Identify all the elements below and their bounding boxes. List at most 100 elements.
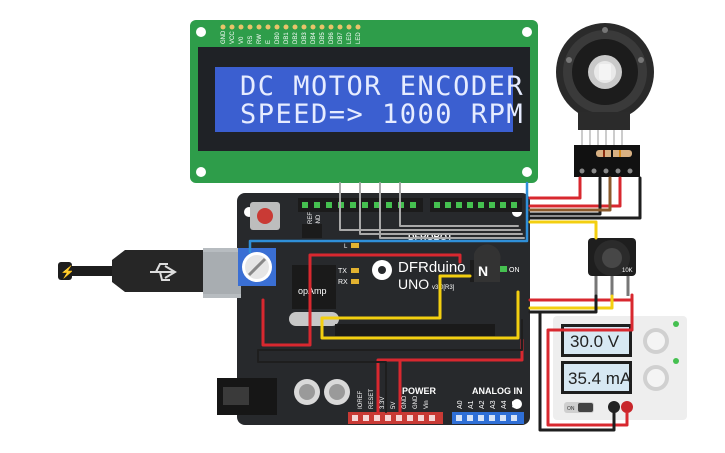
power-pin[interactable] (374, 415, 380, 421)
lcd-pin (274, 24, 280, 30)
lcd-pin (220, 24, 226, 30)
lcd-contrast-trimpot[interactable] (238, 248, 276, 286)
potentiometer[interactable]: 10K (588, 238, 636, 296)
usb-icon (150, 263, 177, 281)
negative-terminal[interactable] (608, 401, 620, 413)
digital-pin[interactable] (489, 202, 495, 208)
lcd-pin (337, 24, 343, 30)
power-pin[interactable] (396, 415, 402, 421)
lcd-pin (238, 24, 244, 30)
lcd-pin (256, 24, 262, 30)
lcd-pin-label: DB6 (329, 32, 335, 44)
power-pin-label: IOREF (358, 390, 364, 409)
voltage-readout: 30.0 V (570, 332, 620, 351)
analog-pin-label: A0 (457, 400, 464, 409)
digital-pin[interactable] (374, 202, 380, 208)
aref-label: AREF (308, 212, 314, 228)
power-pin-label: Vin (424, 400, 430, 409)
digital-pin[interactable] (511, 202, 517, 208)
current-readout: 35.4 mA (568, 369, 632, 388)
bench-power-supply[interactable]: 30.0 V 35.4 mA ON (553, 316, 687, 420)
lcd-pin (310, 24, 316, 30)
lcd-pin-label: DB4 (311, 32, 317, 44)
lcd-pin (301, 24, 307, 30)
power-pin[interactable] (418, 415, 424, 421)
gnd-label: GND (316, 214, 322, 228)
lcd-pin-label: DB3 (302, 32, 308, 44)
lcd-pin (247, 24, 253, 30)
power-pin[interactable] (429, 415, 435, 421)
digital-pin[interactable] (302, 202, 308, 208)
analog-pin[interactable] (500, 415, 506, 421)
lcd-pin-label: RS (248, 36, 254, 44)
analog-title: ANALOG IN (472, 386, 523, 396)
lightning-icon: ⚡ (60, 265, 75, 279)
power-pin[interactable] (352, 415, 358, 421)
lcd-pin (355, 24, 361, 30)
analog-pin-label: A5 (512, 400, 519, 409)
board-version: v3.0[R3] (432, 285, 455, 291)
on-label: ON (509, 267, 520, 274)
l-led (351, 243, 359, 248)
lcd-pin-label: DB1 (284, 32, 290, 44)
power-led (497, 266, 507, 272)
digital-pin[interactable] (456, 202, 462, 208)
analog-pin[interactable] (489, 415, 495, 421)
tx-label: TX (338, 268, 347, 275)
power-pin-label: 3.3V (380, 397, 386, 409)
digital-pin[interactable] (434, 202, 440, 208)
lcd-pin-label: LED (356, 32, 362, 44)
potentiometer-label: 10K (622, 268, 633, 274)
power-pin-label: GND (402, 395, 408, 409)
lcd-screen (215, 67, 513, 132)
usb-cable[interactable]: ⚡ (58, 248, 241, 298)
digital-pin[interactable] (478, 202, 484, 208)
opamp-label: opAmp (298, 286, 327, 296)
arduino-board[interactable]: AREF GND L DFROBOT DFRduino UNO v3.0[R3]… (217, 193, 530, 425)
power-pin[interactable] (363, 415, 369, 421)
power-pin-label: 5V (391, 402, 397, 409)
resistor (596, 150, 632, 157)
power-pin[interactable] (407, 415, 413, 421)
analog-pin[interactable] (478, 415, 484, 421)
digital-pin[interactable] (410, 202, 416, 208)
lcd-pin (292, 24, 298, 30)
digital-pin[interactable] (350, 202, 356, 208)
lcd-pin (229, 24, 235, 30)
digital-pin[interactable] (314, 202, 320, 208)
lcd-pin-label: E (266, 40, 272, 44)
rx-label: RX (338, 279, 348, 286)
lcd-pin (328, 24, 334, 30)
dc-motor-encoder[interactable] (556, 23, 654, 177)
digital-pin[interactable] (500, 202, 506, 208)
power-pin[interactable] (385, 415, 391, 421)
analog-pin-label: A1 (468, 400, 475, 409)
wires (248, 176, 642, 432)
digital-pin[interactable] (326, 202, 332, 208)
digital-pin[interactable] (362, 202, 368, 208)
lcd-pin (265, 24, 271, 30)
lcd-pin-label: RW (257, 34, 263, 44)
lcd-pin-label: VCC (230, 31, 236, 44)
analog-pin-label: A2 (479, 400, 486, 409)
digital-header-2 (430, 198, 522, 212)
digital-pin[interactable] (467, 202, 473, 208)
lcd-pin-label: DB0 (275, 32, 281, 44)
analog-pin[interactable] (467, 415, 473, 421)
lcd-pin-label: DB7 (338, 32, 344, 44)
digital-pin[interactable] (386, 202, 392, 208)
analog-pin[interactable] (456, 415, 462, 421)
lcd-pin (319, 24, 325, 30)
l-led-label: L (344, 244, 348, 250)
lcd-line-2: SPEED=> 1000 RPM (240, 99, 524, 130)
analog-pin[interactable] (511, 415, 517, 421)
lcd-line-1: DC MOTOR ENCODER (240, 71, 524, 102)
digital-pin[interactable] (445, 202, 451, 208)
power-switch[interactable] (578, 403, 593, 412)
transistor-label: N (478, 263, 488, 279)
positive-terminal[interactable] (621, 401, 633, 413)
lcd-pin-label: GND (221, 30, 227, 44)
